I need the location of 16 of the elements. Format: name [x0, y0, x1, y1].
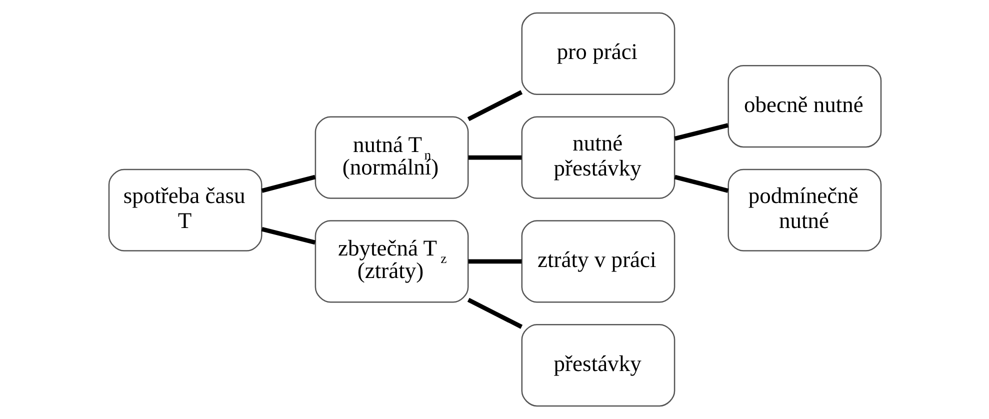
- connector: [468, 259, 522, 264]
- connector: [260, 226, 316, 245]
- node-box: přestávky: [520, 324, 675, 407]
- node-box: ztráty v práci: [520, 220, 675, 303]
- node-box: podmínečně nutné: [727, 168, 882, 252]
- node-box: spotřeba času T: [108, 168, 262, 252]
- connector: [468, 155, 522, 160]
- connector: [674, 123, 728, 141]
- node-box: nutné přestávky: [520, 116, 675, 199]
- connector: [674, 174, 728, 193]
- node-box: zbytečná T$_{z}$ (ztráty): [314, 220, 468, 303]
- connector: [466, 90, 522, 122]
- node-box: pro práci: [520, 12, 675, 96]
- connector: [260, 174, 316, 193]
- node-box: obecně nutné: [727, 64, 882, 148]
- connector: [466, 298, 522, 329]
